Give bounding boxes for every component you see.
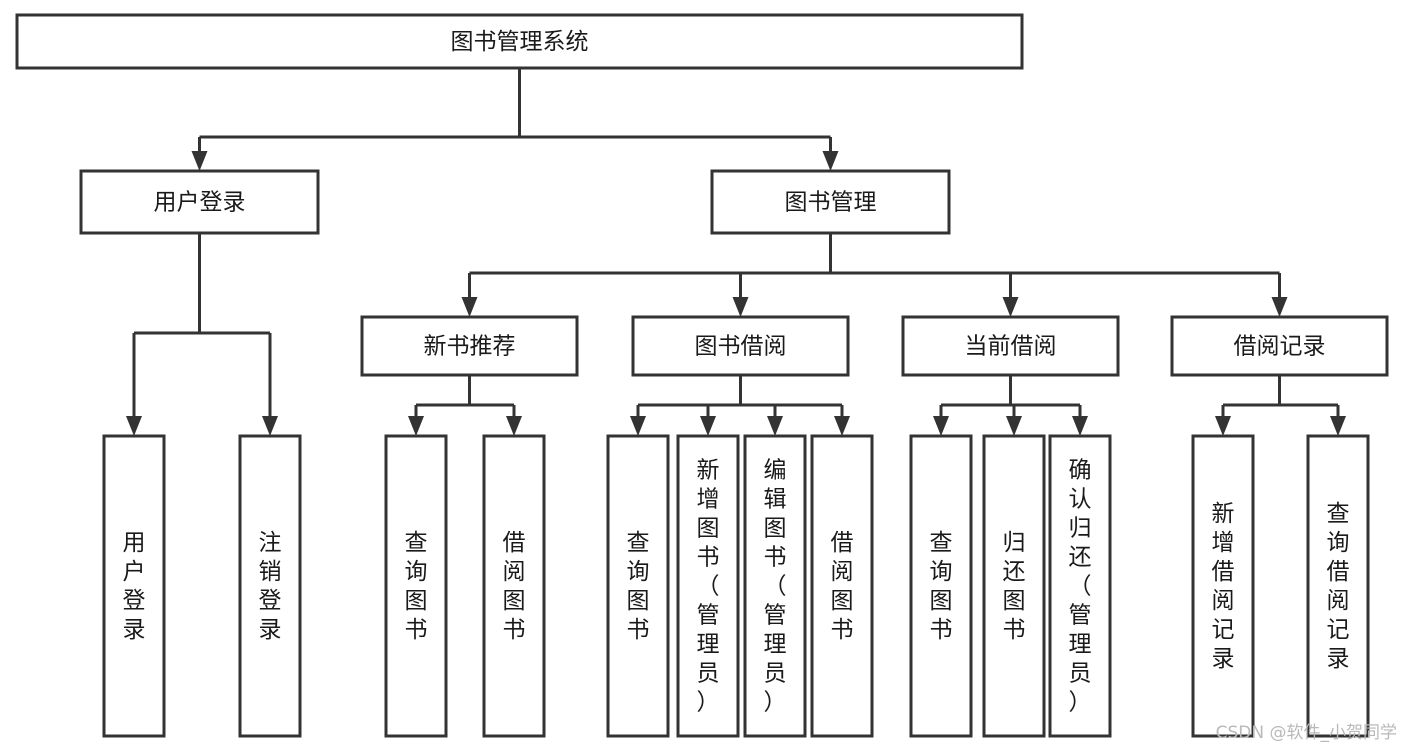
connector-group-current-borrow (933, 375, 1088, 436)
arrow-head-icon (262, 416, 278, 436)
node-leaf-query-book-cur[interactable]: 查询图书 (909, 434, 973, 738)
arrow-head-icon (1002, 297, 1019, 317)
arrow-head-icon (1330, 416, 1346, 436)
node-book-borrow[interactable]: 图书借阅 (631, 315, 850, 377)
node-label: 注销登录 (259, 530, 282, 643)
arrow-head-icon (506, 416, 522, 436)
node-label: 新增图书（管理员） (697, 458, 720, 716)
connector-group-new-book-rec (408, 375, 522, 436)
arrow-head-icon (1006, 416, 1022, 436)
connector-group-book-borrow (630, 375, 850, 436)
node-current-borrow[interactable]: 当前借阅 (901, 315, 1120, 377)
node-box[interactable] (710, 169, 951, 235)
connector-group-borrow-record (1215, 375, 1346, 436)
node-box[interactable] (79, 169, 320, 235)
node-box[interactable] (1170, 315, 1389, 377)
node-label: 借阅图书 (503, 530, 526, 643)
connector-group-root (191, 68, 839, 171)
node-layer: 图书管理系统用户登录图书管理新书推荐图书借阅当前借阅借阅记录用户登录注销登录查询… (15, 13, 1389, 738)
node-label: 图书管理 (785, 190, 877, 216)
node-box[interactable] (909, 434, 973, 738)
node-box[interactable] (606, 434, 670, 738)
node-label: 确认归还（管理员） (1069, 458, 1092, 716)
arrow-head-icon (1215, 416, 1231, 436)
node-leaf-borrow-book-rec[interactable]: 借阅图书 (482, 434, 546, 738)
node-label: 查询借阅记录 (1327, 501, 1350, 672)
node-leaf-add-record[interactable]: 新增借阅记录 (1191, 434, 1255, 738)
node-new-book-rec[interactable]: 新书推荐 (360, 315, 579, 377)
node-leaf-query-book-borrow[interactable]: 查询图书 (606, 434, 670, 738)
arrow-head-icon (630, 416, 646, 436)
node-box[interactable] (238, 434, 302, 738)
node-box[interactable] (676, 434, 740, 738)
node-box[interactable] (1048, 434, 1112, 738)
node-label: 归还图书 (1003, 530, 1026, 643)
node-book-manage[interactable]: 图书管理 (710, 169, 951, 235)
node-leaf-query-book-rec[interactable]: 查询图书 (384, 434, 448, 738)
arrow-head-icon (767, 416, 783, 436)
edge-layer (126, 68, 1346, 436)
node-box[interactable] (743, 434, 807, 738)
node-label: 用户登录 (123, 530, 146, 643)
arrow-head-icon (191, 151, 208, 171)
node-leaf-user-login[interactable]: 用户登录 (102, 434, 166, 738)
node-borrow-record[interactable]: 借阅记录 (1170, 315, 1389, 377)
node-box[interactable] (15, 13, 1024, 70)
arrow-head-icon (834, 416, 850, 436)
node-box[interactable] (631, 315, 850, 377)
arrow-head-icon (933, 416, 949, 436)
node-label: 查询图书 (627, 530, 650, 643)
node-label: 编辑图书（管理员） (764, 458, 787, 716)
connector-group-user-login (126, 233, 278, 436)
node-label: 借阅记录 (1234, 334, 1326, 360)
node-leaf-edit-book[interactable]: 编辑图书（管理员） (743, 434, 807, 738)
csdn-watermark: CSDN @软件_小贺同学 (1215, 723, 1397, 743)
node-box[interactable] (102, 434, 166, 738)
node-box[interactable] (901, 315, 1120, 377)
arrow-head-icon (700, 416, 716, 436)
node-label: 用户登录 (154, 190, 246, 216)
node-box[interactable] (1306, 434, 1370, 738)
arrow-head-icon (822, 151, 839, 171)
node-box[interactable] (384, 434, 448, 738)
node-label: 新书推荐 (424, 334, 516, 360)
node-label: 借阅图书 (831, 530, 854, 643)
node-leaf-user-logout[interactable]: 注销登录 (238, 434, 302, 738)
arrow-head-icon (1271, 297, 1288, 317)
node-user-login[interactable]: 用户登录 (79, 169, 320, 235)
node-leaf-confirm-return[interactable]: 确认归还（管理员） (1048, 434, 1112, 738)
arrow-head-icon (126, 416, 142, 436)
arrow-head-icon (461, 297, 478, 317)
node-box[interactable] (982, 434, 1046, 738)
node-box[interactable] (810, 434, 874, 738)
node-label: 图书借阅 (695, 334, 787, 360)
node-box[interactable] (1191, 434, 1255, 738)
arrow-head-icon (1072, 416, 1088, 436)
node-label: 查询图书 (930, 530, 953, 643)
arrow-head-icon (732, 297, 749, 317)
node-leaf-borrow-book[interactable]: 借阅图书 (810, 434, 874, 738)
node-root[interactable]: 图书管理系统 (15, 13, 1024, 70)
node-box[interactable] (360, 315, 579, 377)
node-box[interactable] (482, 434, 546, 738)
connector-group-book-manage (461, 233, 1288, 317)
arrow-head-icon (408, 416, 424, 436)
node-label: 图书管理系统 (451, 29, 589, 55)
node-label: 当前借阅 (965, 334, 1057, 360)
node-leaf-query-record[interactable]: 查询借阅记录 (1306, 434, 1370, 738)
node-label: 查询图书 (405, 530, 428, 643)
node-leaf-add-book[interactable]: 新增图书（管理员） (676, 434, 740, 738)
node-label: 新增借阅记录 (1212, 501, 1235, 672)
node-leaf-return-book[interactable]: 归还图书 (982, 434, 1046, 738)
